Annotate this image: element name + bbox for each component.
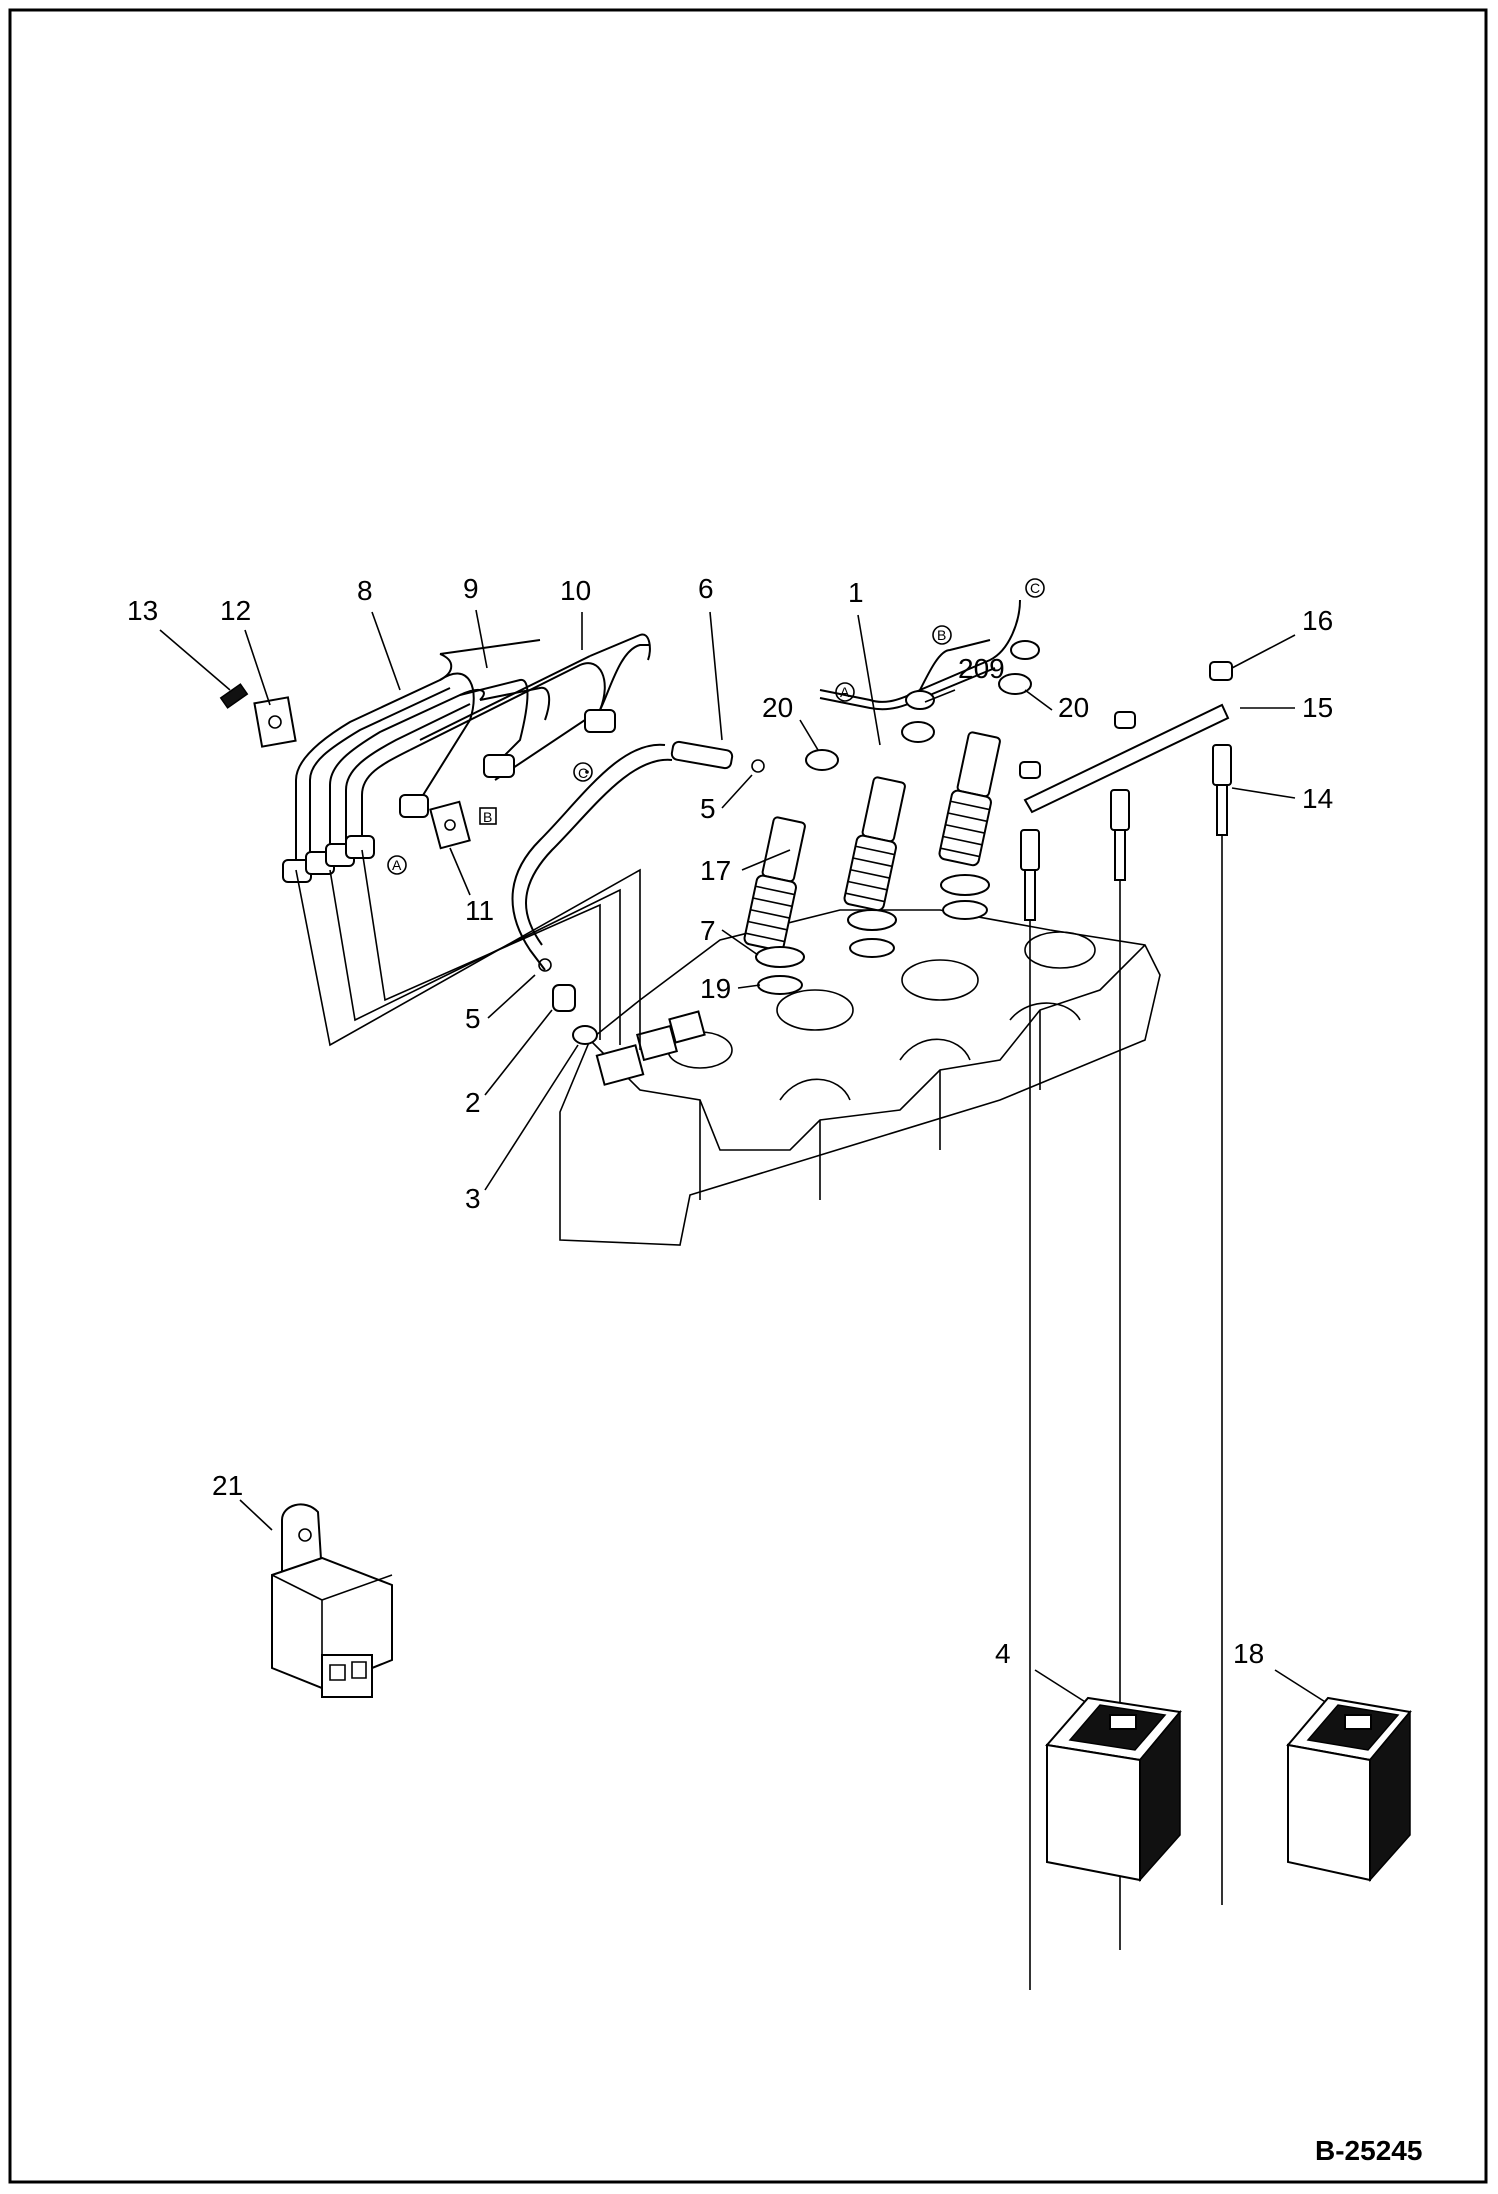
cylinder-head xyxy=(559,909,1161,1246)
document-number: B-25245 xyxy=(1315,2135,1422,2166)
leak-off-fittings xyxy=(805,640,1040,771)
callout-6: 6 xyxy=(698,573,714,604)
callout-17: 17 xyxy=(700,855,731,886)
callout-209: 209 xyxy=(958,653,1005,684)
injection-pump xyxy=(595,1010,706,1086)
marker-c-2: C xyxy=(1030,580,1040,596)
marker-a-2: A xyxy=(840,684,850,700)
glow-relay: 21 xyxy=(212,1470,393,1698)
pipe-clamp xyxy=(219,683,471,850)
pipe-markers: A A B C B C xyxy=(387,578,1045,875)
callout-14: 14 xyxy=(1302,783,1333,814)
injection-pipes xyxy=(282,633,651,1050)
callout-10: 10 xyxy=(560,575,591,606)
callout-2: 2 xyxy=(465,1087,481,1118)
kit-box-4: 4 xyxy=(995,1638,1182,1882)
page-border xyxy=(8,8,1488,2184)
callouts: 13 12 8 9 10 6 1 16 15 14 20 20 209 5 17… xyxy=(127,573,1333,1214)
callout-12: 12 xyxy=(220,595,251,626)
callout-19: 19 xyxy=(700,973,731,1004)
callout-5-lower: 5 xyxy=(465,1003,481,1034)
callout-3: 3 xyxy=(465,1183,481,1214)
marker-a-1: A xyxy=(392,857,402,873)
nozzle-washers xyxy=(755,874,990,995)
marker-b-2: B xyxy=(937,627,946,643)
callout-7: 7 xyxy=(700,915,716,946)
callout-18: 18 xyxy=(1233,1638,1264,1669)
marker-b-1: B xyxy=(483,809,492,825)
kit-box-18: 18 xyxy=(1233,1638,1412,1882)
callout-11: 11 xyxy=(465,895,494,926)
callout-5-upper: 5 xyxy=(700,793,716,824)
callout-15: 15 xyxy=(1302,692,1333,723)
marker-c-1: C xyxy=(578,765,588,781)
glow-plugs xyxy=(1019,661,1233,1990)
callout-9: 9 xyxy=(463,573,479,604)
callout-20-b: 20 xyxy=(1058,692,1089,723)
callout-4: 4 xyxy=(995,1638,1011,1669)
callout-20-a: 20 xyxy=(762,692,793,723)
injection-nozzles xyxy=(743,731,1001,952)
callout-21: 21 xyxy=(212,1470,243,1501)
callout-13: 13 xyxy=(127,595,158,626)
callout-16: 16 xyxy=(1302,605,1333,636)
callout-1: 1 xyxy=(848,577,864,608)
callout-8: 8 xyxy=(357,575,373,606)
